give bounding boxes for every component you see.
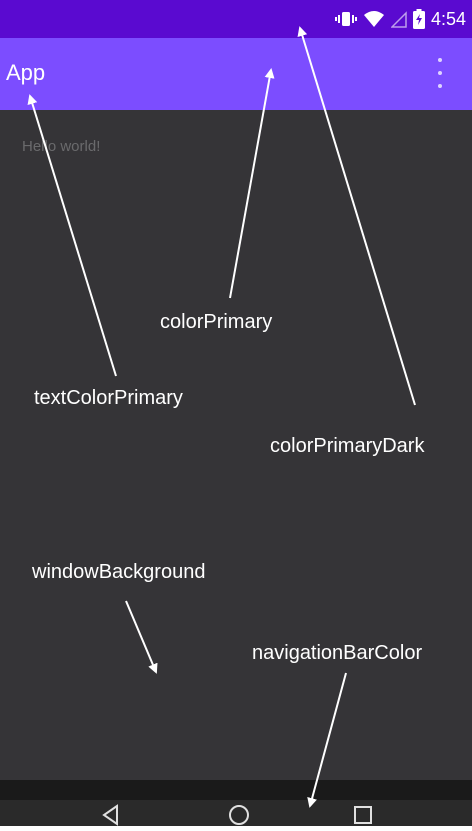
cell-signal-icon — [390, 11, 407, 28]
status-icons: 4:54 — [334, 6, 466, 32]
navigation-bar-strip — [0, 800, 472, 831]
home-icon[interactable] — [224, 802, 254, 828]
annotation-window-background: windowBackground — [32, 561, 206, 583]
bottom-edge — [0, 826, 472, 831]
annotation-text-color-primary: textColorPrimary — [34, 387, 183, 409]
annotation-navigation-bar-color: navigationBarColor — [252, 642, 423, 664]
back-icon[interactable] — [96, 802, 126, 828]
annotation-color-primary: colorPrimary — [160, 311, 273, 333]
battery-charging-icon — [412, 9, 425, 29]
hello-text: Hello world! — [22, 138, 101, 155]
wifi-icon — [363, 11, 384, 27]
annotation-color-primary-dark: colorPrimaryDark — [270, 435, 425, 457]
app-bar: App — [0, 38, 472, 110]
status-time: 4:54 — [430, 9, 466, 29]
recents-icon[interactable] — [348, 802, 378, 828]
app-title: App — [6, 60, 46, 85]
vibrate-icon — [334, 12, 357, 26]
status-bar: 4:54 — [0, 0, 472, 38]
more-vert-icon[interactable] — [432, 58, 448, 88]
